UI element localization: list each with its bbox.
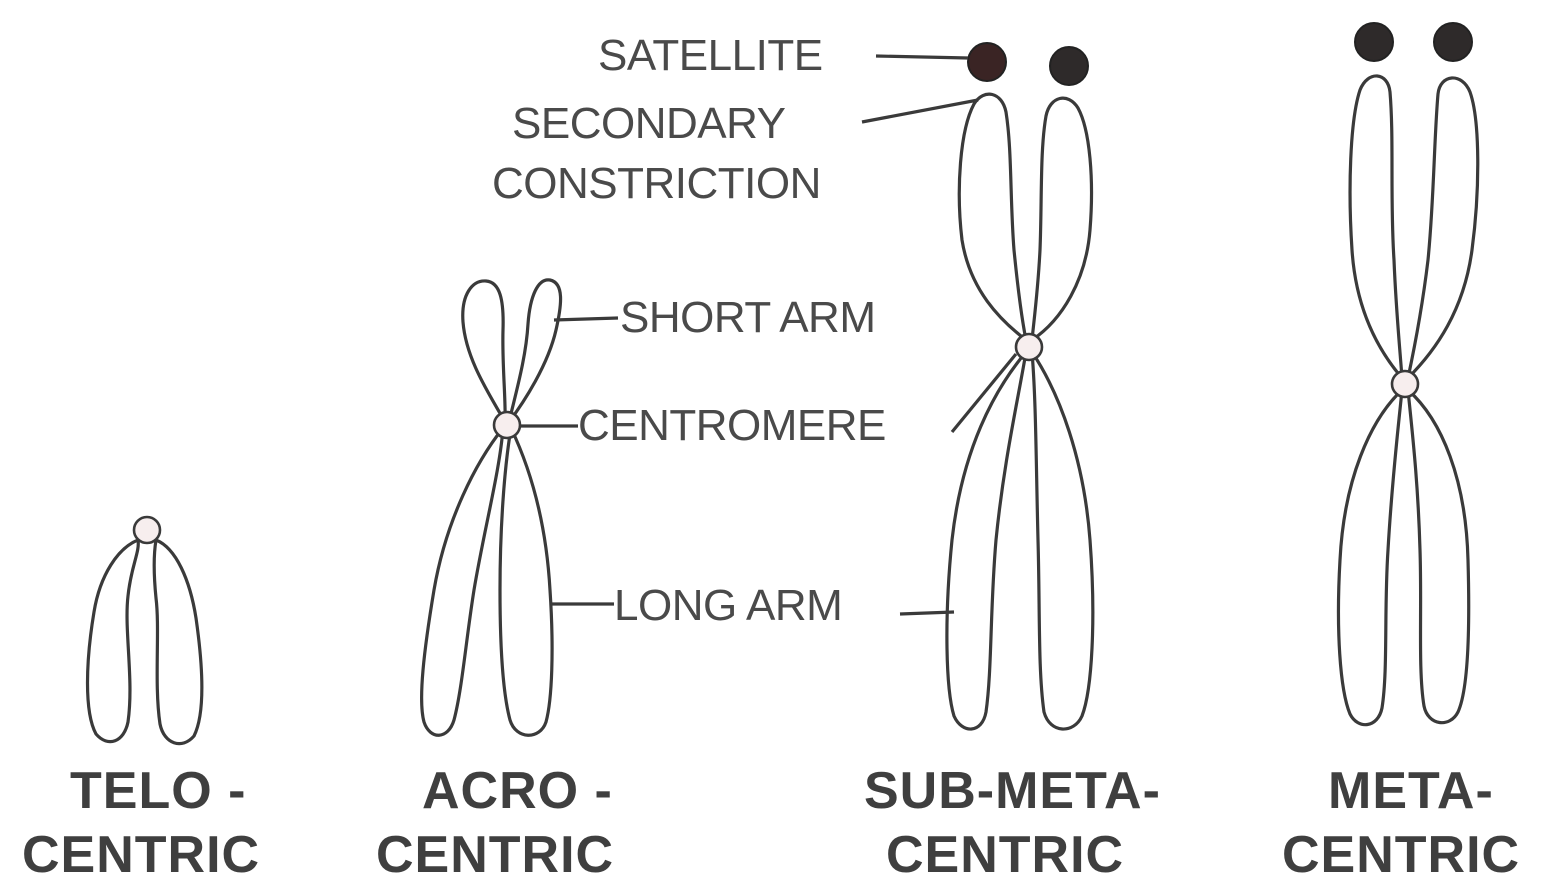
acrocentric-caption-line2: CENTRIC bbox=[376, 826, 614, 878]
acrocentric-long-arm-left bbox=[422, 428, 503, 735]
submetacentric-lower-arm-right bbox=[1032, 352, 1093, 729]
submetacentric-upper-arm-left bbox=[959, 94, 1026, 340]
submetacentric-satellite-right bbox=[1050, 47, 1088, 85]
telocentric-left-chromatid bbox=[88, 540, 139, 742]
telocentric-centromere bbox=[134, 517, 160, 543]
satellite-leader bbox=[876, 56, 968, 58]
short-arm-label: SHORT ARM bbox=[620, 293, 875, 342]
metacentric-upper-arm-right bbox=[1408, 78, 1478, 378]
acrocentric-long-arm-right bbox=[500, 428, 552, 735]
acrocentric-caption-line1: ACRO - bbox=[422, 762, 613, 820]
metacentric-lower-arm-right bbox=[1408, 390, 1469, 723]
metacentric-satellite-left bbox=[1355, 23, 1393, 61]
metacentric-satellite-right bbox=[1434, 23, 1472, 61]
acrocentric-centromere bbox=[494, 412, 520, 438]
secondary-constriction-label-line1: SECONDARY bbox=[512, 99, 786, 148]
long-arm-leader-right bbox=[900, 612, 954, 614]
submetacentric-satellite-left bbox=[968, 43, 1006, 81]
metacentric-caption-line1: META- bbox=[1328, 762, 1494, 820]
type-captions: TELO - CENTRIC ACRO - CENTRIC SUB-META- … bbox=[22, 762, 1520, 878]
submetacentric-centromere bbox=[1016, 334, 1042, 360]
metacentric-upper-arm-left bbox=[1350, 76, 1402, 378]
telocentric-chromosome bbox=[88, 517, 202, 744]
acrocentric-short-arm-left bbox=[463, 281, 505, 422]
secondary-constriction-leader bbox=[862, 100, 978, 122]
short-arm-leader bbox=[554, 318, 618, 320]
metacentric-chromosome bbox=[1338, 23, 1477, 725]
metacentric-centromere bbox=[1392, 371, 1418, 397]
satellite-label: SATELLITE bbox=[598, 31, 823, 80]
acrocentric-short-arm-right bbox=[509, 280, 561, 422]
centromere-label: CENTROMERE bbox=[578, 401, 886, 450]
submetacentric-caption-line2: CENTRIC bbox=[886, 826, 1124, 878]
telocentric-caption-line1: TELO - bbox=[70, 762, 246, 820]
acrocentric-chromosome bbox=[422, 280, 561, 735]
telocentric-right-chromatid bbox=[154, 540, 202, 744]
submetacentric-caption-line1: SUB-META- bbox=[864, 762, 1161, 820]
submetacentric-lower-arm-left bbox=[947, 352, 1026, 729]
secondary-constriction-label-line2: CONSTRICTION bbox=[492, 159, 821, 208]
metacentric-lower-arm-left bbox=[1338, 390, 1402, 725]
submetacentric-chromosome bbox=[947, 43, 1093, 729]
submetacentric-upper-arm-right bbox=[1032, 98, 1092, 340]
long-arm-label: LONG ARM bbox=[614, 581, 842, 630]
metacentric-caption-line2: CENTRIC bbox=[1282, 826, 1520, 878]
telocentric-caption-line2: CENTRIC bbox=[22, 826, 260, 878]
